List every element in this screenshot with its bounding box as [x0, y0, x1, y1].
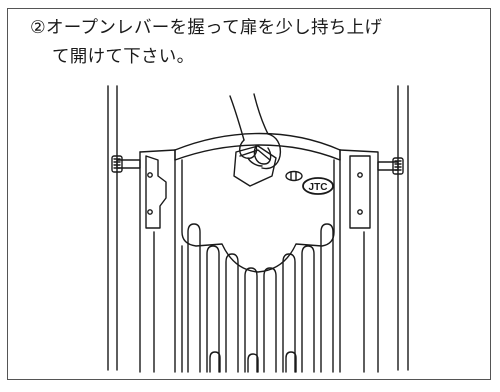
- right-wall-post: [397, 85, 409, 371]
- left-side-panel: [139, 149, 176, 373]
- left-wall-post: [107, 85, 118, 371]
- left-adjust-knob: [111, 155, 141, 173]
- hand-icon: [229, 93, 282, 170]
- lock-indicator-icon: [285, 170, 303, 182]
- illustration-frame: [7, 8, 491, 380]
- right-side-panel: [339, 149, 379, 373]
- jtc-logo-text: JTC: [309, 182, 328, 193]
- instruction-caption: ②オープンレバーを握って扉を少し持ち上げ て開けて下さい。: [30, 14, 470, 72]
- gate-slats: [181, 223, 334, 373]
- instruction-line-1: ②オープンレバーを握って扉を少し持ち上げ: [30, 18, 383, 38]
- instruction-line-2: て開けて下さい。: [52, 47, 195, 67]
- jtc-logo: JTC: [302, 177, 334, 195]
- open-lever: [233, 145, 277, 187]
- right-adjust-knob: [377, 157, 404, 175]
